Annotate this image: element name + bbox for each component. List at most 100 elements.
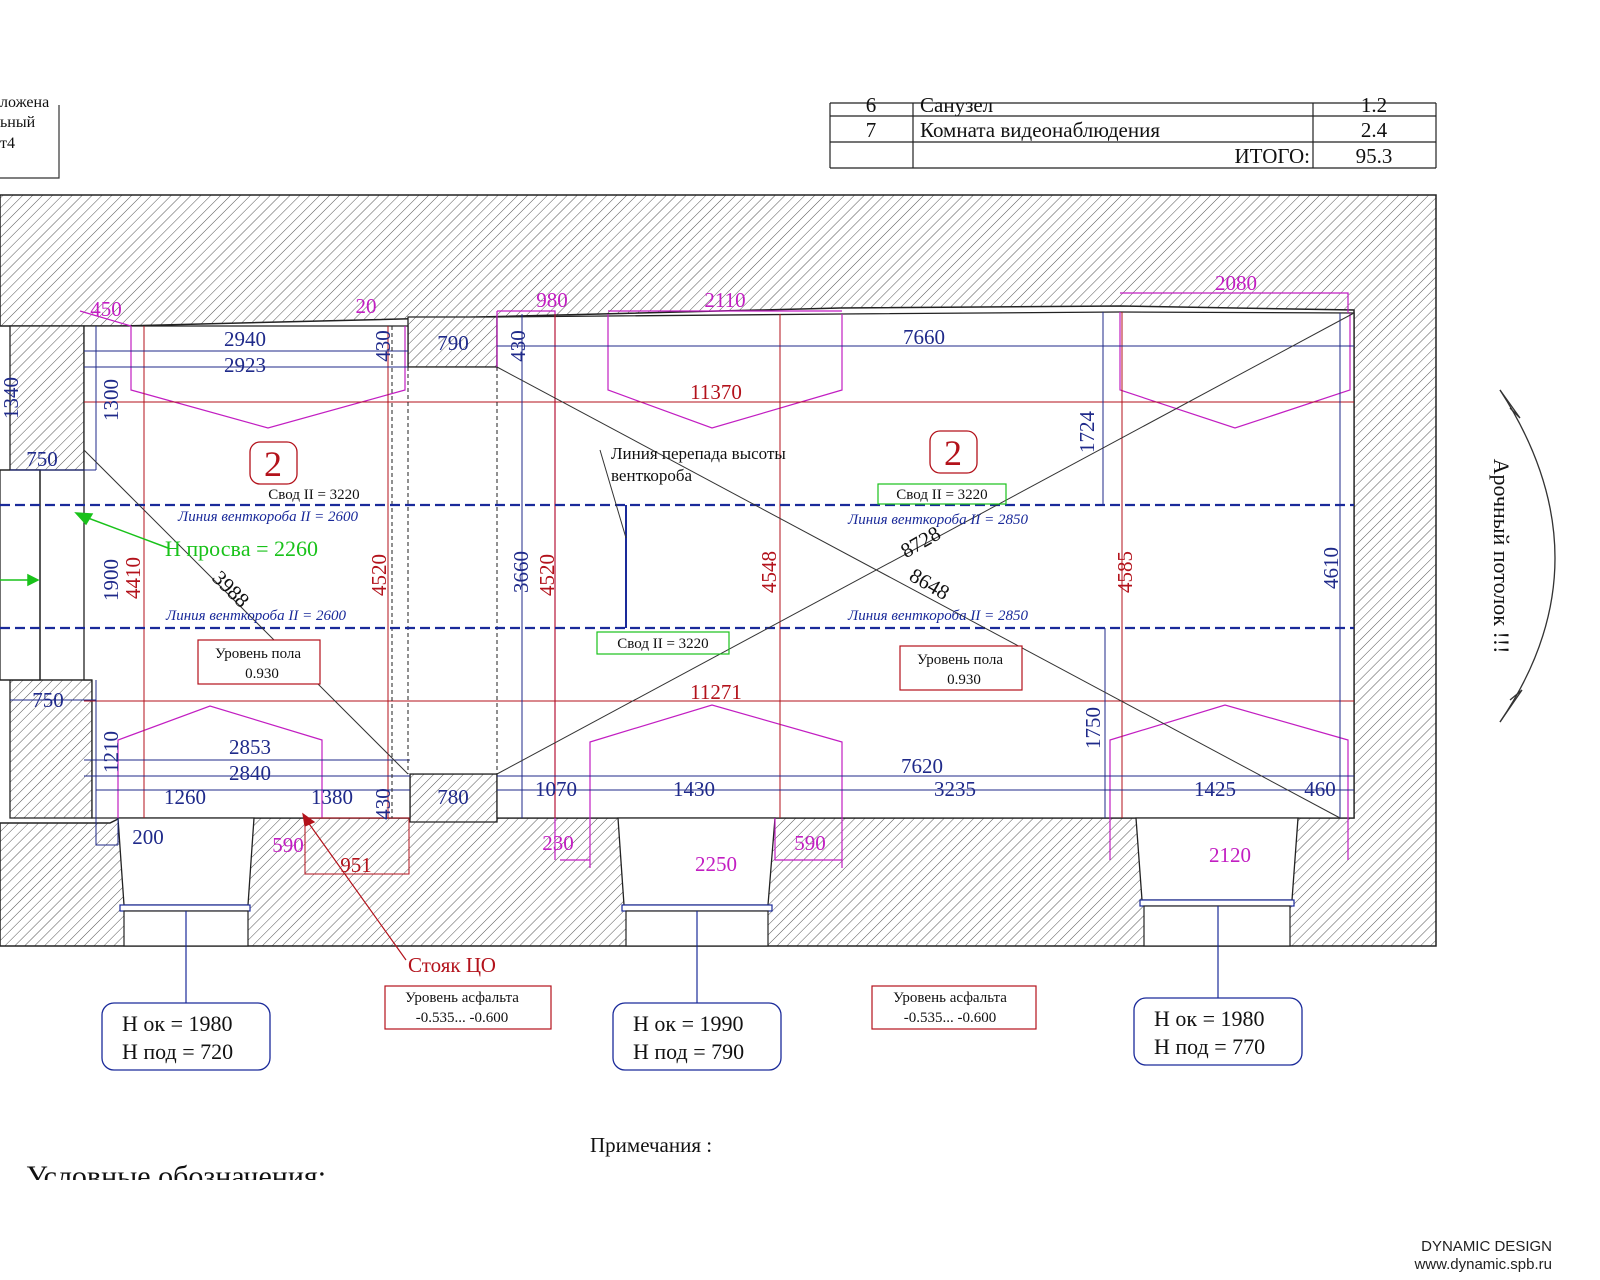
asphalt-2-label: Уровень асфальта xyxy=(893,990,1007,1006)
floor-level-2-label: Уровень пола xyxy=(917,652,1003,668)
dim-1750: 1750 xyxy=(1081,707,1105,749)
dim-mag-2120: 2120 xyxy=(1209,843,1251,867)
floor-level-box-2: Уровень пола 0.930 xyxy=(899,645,1023,691)
dim-mag-20: 20 xyxy=(356,294,377,318)
vent-label-4: Линия венткороба II = 2850 xyxy=(847,608,1028,624)
legend-heading: Условные обозначения: xyxy=(26,1160,326,1193)
navy-dimension-lines xyxy=(10,312,1354,846)
dim-4520-a: 4520 xyxy=(367,554,391,596)
dim-11271: 11271 xyxy=(690,680,742,704)
dim-1340: 1340 xyxy=(0,377,23,419)
dim-4548: 4548 xyxy=(757,551,781,593)
vent-label-3: Линия венткороба II = 2850 xyxy=(847,512,1028,528)
riser-label: Стояк ЦО xyxy=(408,953,496,977)
dim-1070: 1070 xyxy=(535,777,577,801)
dim-4410: 4410 xyxy=(121,557,145,599)
dim-2853: 2853 xyxy=(229,735,271,759)
floor-level-1-value: 0.930 xyxy=(245,666,279,682)
svod-label-2: Свод II = 3220 xyxy=(896,487,987,503)
table-row6-area: 1.2 xyxy=(1361,93,1387,117)
table-row7-name: Комната видеонаблюдения xyxy=(920,118,1160,142)
asphalt-1-label: Уровень асфальта xyxy=(405,990,519,1006)
room-floor xyxy=(83,311,1355,819)
dim-1425: 1425 xyxy=(1194,777,1236,801)
svod-label-1: Свод II = 3220 xyxy=(268,487,359,503)
drop-line-label-2: венткороба xyxy=(611,466,693,485)
diagonal-lines xyxy=(83,312,1355,819)
dim-mag-2080: 2080 xyxy=(1215,271,1257,295)
footer-url: www.dynamic.spb.ru xyxy=(1414,1256,1552,1273)
room-number-left-text: 2 xyxy=(264,444,282,484)
window-3-h-ok: Н ок = 1980 xyxy=(1154,1006,1264,1031)
dim-3660: 3660 xyxy=(509,551,533,593)
floor-level-1-label: Уровень пола xyxy=(215,646,301,662)
table-row6-name: Санузел xyxy=(920,93,993,117)
dashed-guides xyxy=(391,326,498,818)
dim-200: 200 xyxy=(132,825,164,849)
window-1-h-ok: Н ок = 1980 xyxy=(122,1011,232,1036)
footer-brand-name: DYNAMIC DESIGN xyxy=(1421,1238,1552,1255)
drop-line-label-1: Линия перепада высоты xyxy=(611,444,786,463)
vault-outlines xyxy=(79,292,1351,868)
top-left-note-line3: т4 xyxy=(0,135,15,152)
window-2-h-ok: Н ок = 1990 xyxy=(633,1011,743,1036)
svod-label-3: Свод II = 3220 xyxy=(617,636,708,652)
dim-1210: 1210 xyxy=(99,731,123,773)
dim-790: 790 xyxy=(437,331,469,355)
room-area-table: 6 Санузел 1.2 7 Комната видеонаблюдения … xyxy=(829,93,1437,169)
floor-level-2-value: 0.930 xyxy=(947,672,981,688)
table-total-value: 95.3 xyxy=(1356,144,1393,168)
top-left-note-box: ложена ьный т4 xyxy=(0,94,60,179)
dim-780: 780 xyxy=(437,785,469,809)
dim-1300: 1300 xyxy=(99,379,123,421)
dim-951: 951 xyxy=(340,853,372,877)
dim-460: 460 xyxy=(1304,777,1336,801)
arch-ceiling-label: Арочный потолок !!! xyxy=(1489,459,1514,654)
dim-430-a: 430 xyxy=(371,330,395,362)
dim-2940: 2940 xyxy=(224,327,266,351)
dim-mag-590-a: 590 xyxy=(272,833,304,857)
dim-mag-450: 450 xyxy=(90,297,122,321)
window-2-h-pod: Н под = 790 xyxy=(633,1039,744,1064)
dim-mag-590-b: 590 xyxy=(794,831,826,855)
window-1-h-pod: Н под = 720 xyxy=(122,1039,233,1064)
room-number-left: 2 xyxy=(249,441,298,485)
dim-430-c: 430 xyxy=(371,788,395,820)
window-info-3: Н ок = 1980 Н под = 770 xyxy=(1133,906,1303,1066)
dim-4585: 4585 xyxy=(1113,551,1137,593)
arch-ceiling-note: Арочный потолок !!! xyxy=(1489,389,1556,723)
dim-11370: 11370 xyxy=(690,380,742,404)
window-info-2: Н ок = 1990 Н под = 790 xyxy=(612,911,782,1071)
dim-1260: 1260 xyxy=(164,785,206,809)
h-prosvet-label: Н просвa = 2260 xyxy=(165,536,318,561)
room-number-right: 2 xyxy=(929,430,978,474)
dim-4610: 4610 xyxy=(1319,547,1343,589)
dim-3235: 3235 xyxy=(934,777,976,801)
window-3-h-pod: Н под = 770 xyxy=(1154,1034,1265,1059)
h-prosvet-arrow xyxy=(0,512,169,587)
asphalt-2-value: -0.535... -0.600 xyxy=(904,1010,997,1026)
dim-750-b: 750 xyxy=(32,688,64,712)
dim-750-a: 750 xyxy=(26,447,58,471)
top-left-note-line2: ьный xyxy=(0,114,36,131)
room-number-right-text: 2 xyxy=(944,433,962,473)
dim-1430: 1430 xyxy=(673,777,715,801)
top-left-note-line1: ложена xyxy=(0,94,49,111)
dim-1380: 1380 xyxy=(311,785,353,809)
table-total-label: ИТОГО: xyxy=(1235,144,1311,168)
dim-mag-980: 980 xyxy=(536,288,568,312)
vent-duct-lines xyxy=(0,503,1354,630)
dim-mag-2250: 2250 xyxy=(695,852,737,876)
asphalt-1-value: -0.535... -0.600 xyxy=(416,1010,509,1026)
side-room xyxy=(0,469,41,681)
dim-7620: 7620 xyxy=(901,754,943,778)
notes-heading: Примечания : xyxy=(590,1133,712,1157)
window-info-1: Н ок = 1980 Н под = 720 xyxy=(101,911,271,1071)
table-row7-area: 2.4 xyxy=(1361,118,1388,142)
dim-mag-230: 230 xyxy=(542,831,574,855)
table-row6-num: 6 xyxy=(866,93,877,117)
vent-label-2: Линия венткороба II = 2600 xyxy=(165,608,346,624)
dim-430-b: 430 xyxy=(506,330,530,362)
asphalt-level-box-1: Уровень асфальта -0.535... -0.600 xyxy=(384,985,552,1030)
